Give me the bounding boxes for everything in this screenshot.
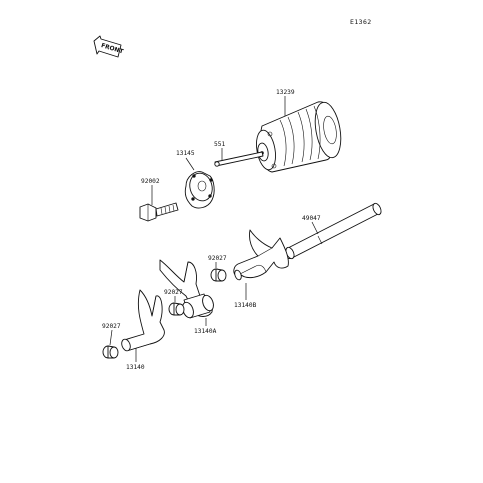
shift-fork-13140	[121, 289, 165, 352]
diagram-code: E1362	[350, 18, 372, 26]
cam-bolt	[139, 202, 179, 222]
shift-drum	[256, 101, 342, 173]
front-arrow-icon: FRONT	[93, 35, 125, 58]
label-92002: 92002	[141, 178, 160, 185]
label-13239: 13239	[276, 89, 295, 96]
washer-middle	[168, 302, 185, 316]
label-92027-middle: 92027	[164, 289, 183, 296]
label-13140: 13140	[126, 364, 145, 371]
shift-fork-13140B	[233, 229, 289, 281]
shift-fork-13140A	[159, 259, 214, 319]
label-92027-lower: 92027	[102, 323, 121, 330]
shift-fork-rod	[284, 202, 382, 260]
label-13140B: 13140B	[234, 302, 257, 309]
label-13145: 13145	[176, 150, 195, 157]
shift-drum-cam	[184, 171, 215, 209]
label-13140A: 13140A	[194, 328, 217, 335]
washer-lower	[102, 345, 119, 359]
drum-pin	[214, 151, 264, 167]
label-551: 551	[214, 141, 225, 148]
leader-lines	[109, 96, 319, 362]
label-49047: 49047	[302, 215, 321, 222]
washer-upper	[210, 268, 227, 282]
label-92027-upper: 92027	[208, 255, 227, 262]
